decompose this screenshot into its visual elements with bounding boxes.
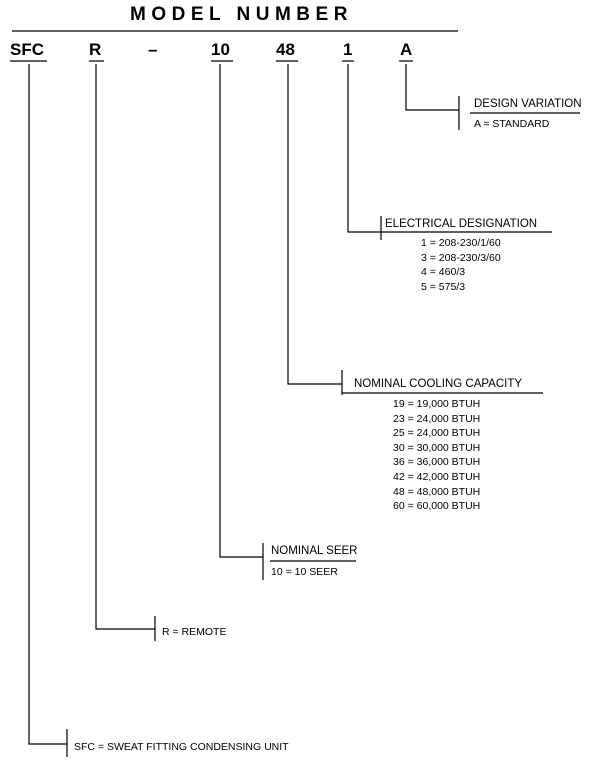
option-row: 4 = 460/3 [421,266,466,279]
option-row: 48 = 48,000 BTUH [393,485,481,498]
option-row: 1 = 208-230/1/60 [421,237,501,249]
option-row: 36 = 36,000 BTUH [393,456,481,469]
seer-leader [219,64,263,558]
option-row: 60 = 60,000 BTUH [393,500,481,513]
nominal-seer-options: 10 = 10 SEER [271,565,338,580]
option-row: 5 = 575/3 [421,280,466,293]
option-row: 30 = 30,000 BTUH [393,441,481,454]
option-row: R = REMOTE [162,626,227,638]
segment-design: A [400,40,413,59]
segment-dash: – [148,40,158,59]
segment-sfc: SFC [10,40,44,59]
option-row: SFC = SWEAT FITTING CONDENSING UNIT [74,741,289,753]
capacity-leader [287,64,342,385]
remote-leader [95,64,155,630]
design-variation-options: A = STANDARD [474,117,549,132]
sweat-fitting-options: SFC = SWEAT FITTING CONDENSING UNIT [74,740,289,755]
remote-options: R = REMOTE [162,625,226,640]
page-title: MODEL NUMBER [130,4,353,25]
segment-r: R [89,40,102,59]
design-leader [405,64,459,111]
electrical-designation-heading: ELECTRICAL DESIGNATION [385,218,538,230]
option-row: 25 = 24,000 BTUH [393,427,481,440]
nominal-seer-heading: NOMINAL SEER [271,545,358,557]
option-row: 10 = 10 SEER [271,566,338,578]
sfc-leader [28,64,67,745]
segment-capacity: 48 [276,40,295,59]
segment-electrical: 1 [343,40,353,59]
option-row: 23 = 24,000 BTUH [393,412,481,425]
electrical-designation-options: 1 = 208-230/1/60 3 = 208-230/3/60 4 = 46… [421,236,501,294]
option-row: 3 = 208-230/3/60 [421,251,501,264]
segment-seer: 10 [211,40,230,59]
design-variation-heading: DESIGN VARIATION [474,98,582,110]
cooling-capacity-heading: NOMINAL COOLING CAPACITY [354,378,523,390]
cooling-capacity-options: 19 = 19,000 BTUH 23 = 24,000 BTUH 25 = 2… [393,397,480,514]
option-row: 42 = 42,000 BTUH [393,470,481,483]
option-row: 19 = 19,000 BTUH [393,398,481,410]
electrical-leader [347,64,381,233]
option-row: A = STANDARD [474,118,550,130]
